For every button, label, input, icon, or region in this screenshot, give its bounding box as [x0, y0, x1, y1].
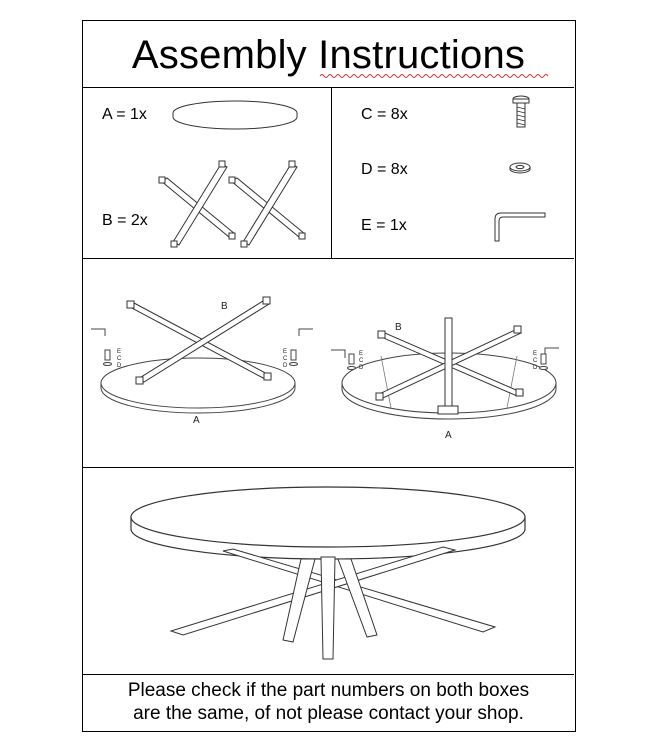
parts-list: A = 1x B = 2x C = 8x — [83, 87, 574, 259]
notice-line-1: Please check if the part numbers on both… — [127, 680, 530, 701]
step-2-label-a: A — [445, 430, 452, 441]
svg-text:C: C — [359, 358, 364, 364]
step-2-diagram: B A E C D E C D — [331, 317, 559, 441]
instruction-sheet: Assembly Instructions A = 1x B = 2x — [82, 20, 576, 732]
svg-text:E: E — [359, 351, 363, 357]
svg-text:D: D — [533, 365, 538, 371]
title-section: Assembly Instructions — [83, 21, 574, 88]
svg-text:E: E — [533, 351, 537, 357]
parts-divider — [331, 87, 332, 258]
bolt-icon — [512, 95, 530, 128]
notice-text: Please check if the part numbers on both… — [83, 674, 574, 730]
page-title: Assembly Instructions — [131, 33, 526, 77]
step-1-label-b: B — [221, 301, 228, 312]
spellcheck-underline — [319, 74, 549, 78]
svg-text:E: E — [283, 349, 287, 355]
part-d-label: D = 8x — [361, 161, 408, 178]
step-1-label-a: A — [193, 415, 200, 426]
allen-key-icon — [494, 212, 546, 242]
step-2-label-b: B — [395, 322, 402, 333]
svg-text:C: C — [117, 356, 122, 362]
tabletop-icon — [172, 100, 298, 130]
step-2-hardware-left: E C D — [347, 351, 364, 371]
notice-line-2: are the same, of not please contact your… — [133, 703, 524, 724]
cross-leg-icon — [158, 160, 306, 248]
assembled-table — [83, 467, 574, 675]
svg-text:D: D — [359, 365, 364, 371]
part-b-label: B = 2x — [102, 212, 148, 229]
assembly-steps: B A E C D E C D — [83, 258, 574, 468]
svg-text:D: D — [283, 363, 288, 369]
part-c-label: C = 8x — [361, 106, 408, 123]
step-2-hardware-right: E C D — [533, 351, 548, 371]
assembled-table-drawing — [130, 486, 526, 660]
svg-text:C: C — [283, 356, 288, 362]
svg-text:D: D — [117, 363, 122, 369]
part-e-label: E = 1x — [361, 217, 407, 234]
step-1-hardware-left: E C D — [103, 349, 122, 369]
part-a-label: A = 1x — [102, 106, 147, 123]
svg-text:C: C — [533, 358, 538, 364]
svg-text:E: E — [117, 349, 121, 355]
washer-icon — [509, 162, 531, 174]
step-1-hardware-right: E C D — [283, 349, 298, 369]
step-1-diagram: B A E C D E C D — [91, 296, 313, 426]
assembly-step-diagrams: B A E C D E C D — [91, 296, 559, 441]
